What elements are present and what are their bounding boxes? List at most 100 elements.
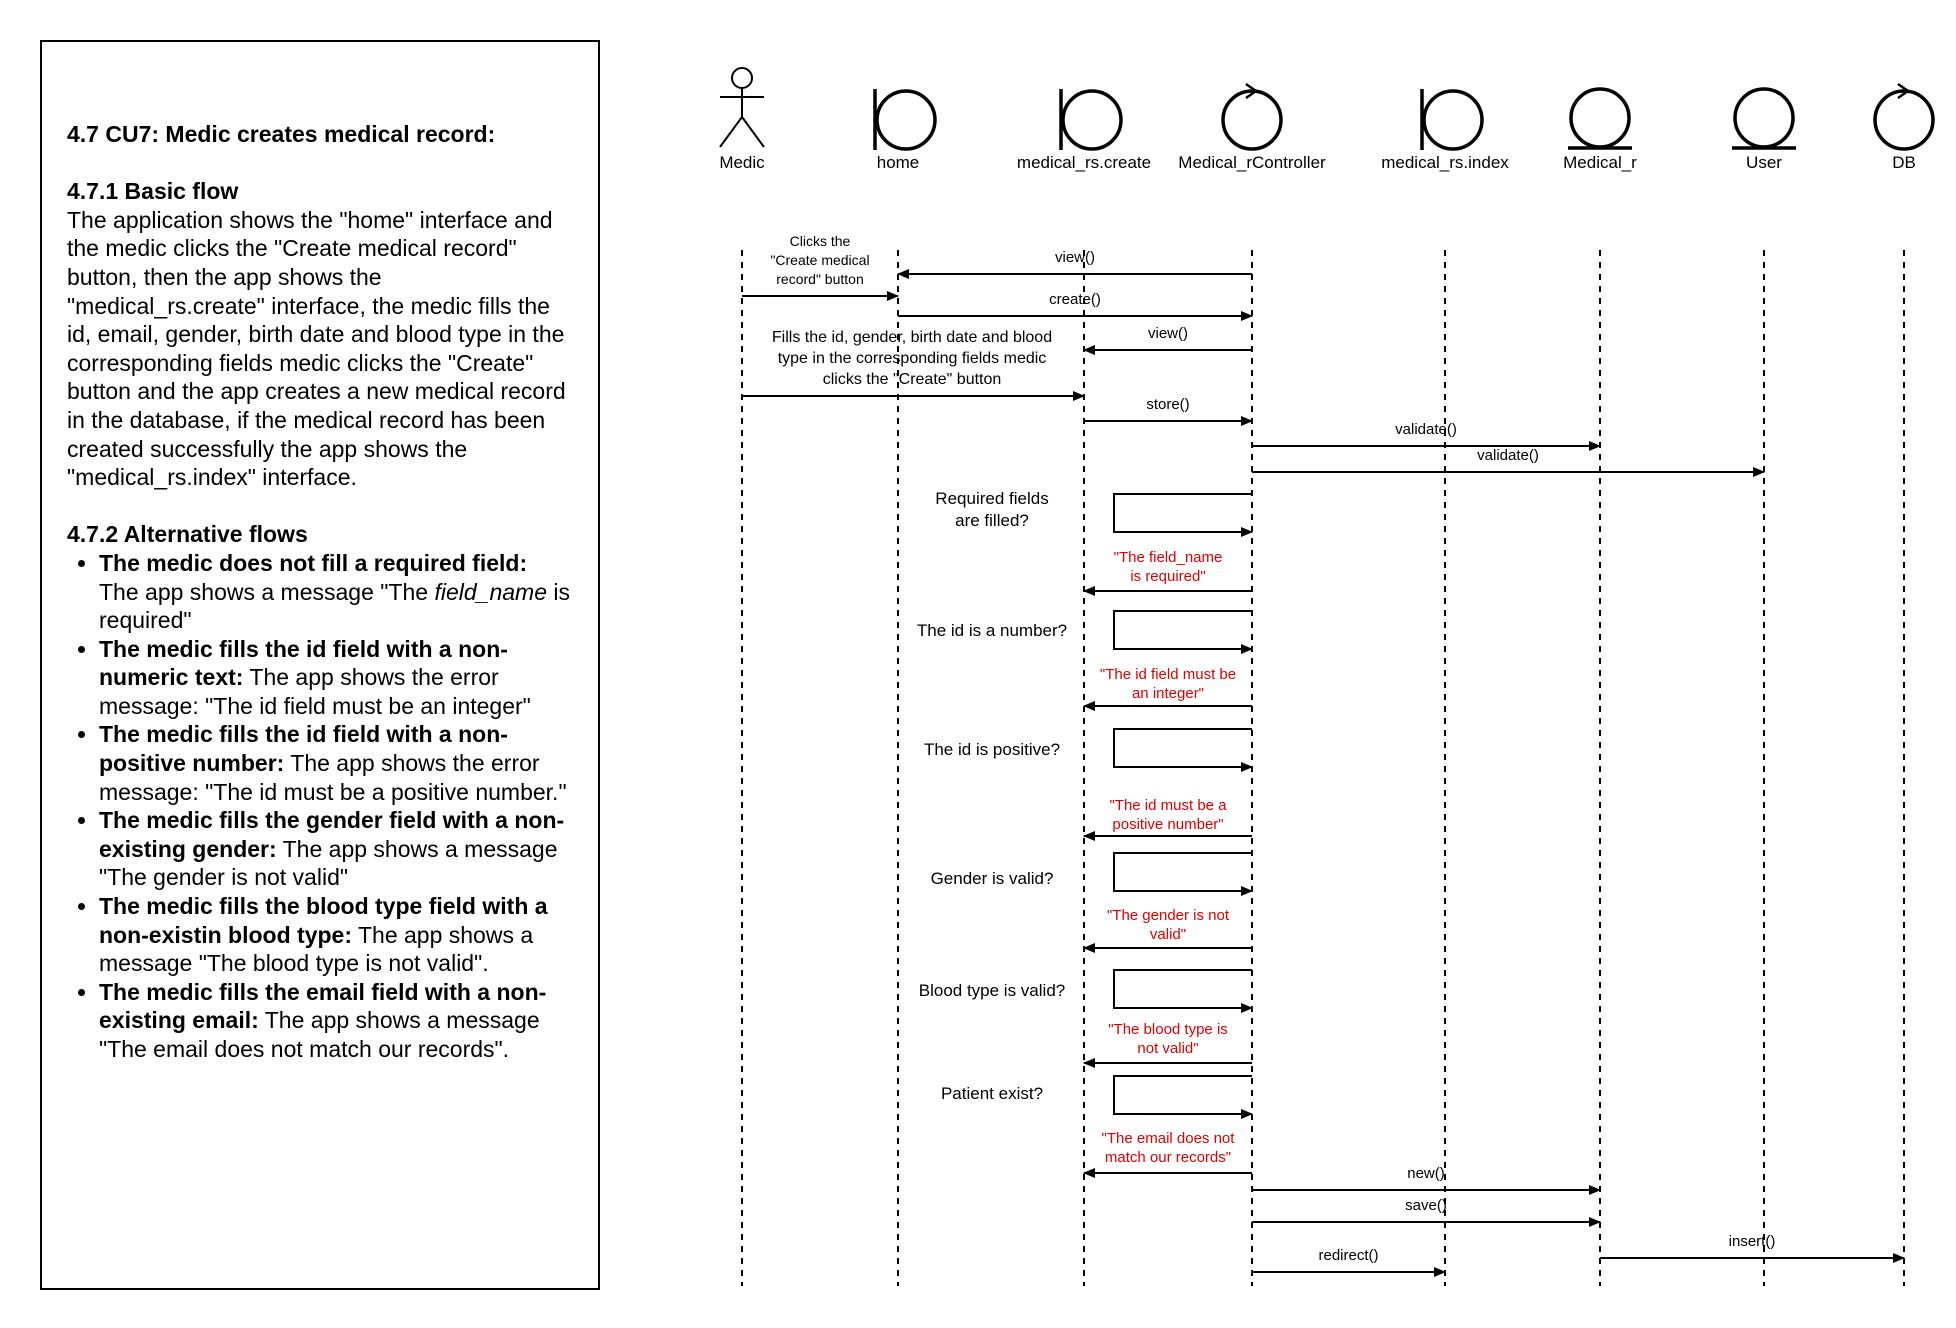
message-note: Fills the id, gender, birth date and blo…	[772, 329, 1052, 346]
validation-step: The id is positive? "The id must be a posi…	[924, 728, 1253, 841]
alternative-flow-condition: The medic fills the gender field with a …	[99, 807, 565, 862]
use-case-description-box: 4.7 CU7: Medic creates medical record: 4…	[40, 40, 600, 1290]
alternative-flow-item: The medic fills the id field with a non-…	[99, 720, 572, 806]
validation-error-message: valid"	[1150, 926, 1186, 943]
validation-step: Blood type is valid? "The blood type is no…	[919, 969, 1253, 1068]
validation-question: Gender is valid?	[931, 869, 1054, 888]
participant-create: medical_rs.create	[1017, 89, 1151, 172]
message-label: save()	[1405, 1197, 1447, 1214]
alternative-flows-list: The medic does not fill a required field…	[67, 549, 572, 1064]
validation-step: Patient exist? "The email does not match o…	[941, 1075, 1253, 1178]
validation-error-message: is required"	[1130, 568, 1205, 585]
message-arrow: store()	[1084, 396, 1253, 426]
alternative-flow-text: The app shows the error message: "The id…	[99, 664, 531, 719]
message-note: type in the corresponding fields medic	[778, 350, 1047, 367]
alternative-flow-text: The app shows a message "The gender is n…	[99, 835, 558, 891]
validation-error-message: an integer"	[1132, 685, 1204, 702]
alternative-flow-item: The medic does not fill a required field…	[99, 549, 572, 635]
participant-label: Medic	[719, 153, 765, 172]
actor-icon	[719, 67, 765, 148]
message-label: validate()	[1395, 421, 1457, 438]
alternative-flow-text: The app shows a message "The	[99, 578, 435, 605]
message-label: insert()	[1729, 1233, 1776, 1250]
alternative-flow-text: The app shows the error message: "The id…	[99, 750, 567, 805]
alternative-flow-item: The medic fills the email field with a n…	[99, 978, 572, 1064]
message-label: store()	[1146, 396, 1189, 413]
participant-home: home	[873, 89, 937, 172]
boundary-icon	[1059, 89, 1123, 151]
message-arrow: view()	[1083, 325, 1252, 355]
validation-question: Required fields	[935, 489, 1048, 508]
message-note: Clicks the	[790, 233, 851, 249]
basic-flow-heading: 4.7.1 Basic flow	[67, 178, 239, 205]
validation-question: Patient exist?	[941, 1084, 1043, 1103]
participant-label: Medical_rController	[1178, 153, 1326, 172]
message-label: validate()	[1477, 447, 1539, 464]
validation-error-message: "The id must be a	[1109, 797, 1227, 814]
message-label: new()	[1407, 1165, 1445, 1182]
message-arrow: create()	[898, 291, 1253, 321]
participant-label: medical_rs.index	[1381, 153, 1509, 172]
message-arrow: view()	[897, 249, 1252, 279]
validation-question: The id is positive?	[924, 740, 1060, 759]
boundary-icon	[873, 89, 937, 151]
alternative-flow-item: The medic fills the blood type field wit…	[99, 892, 572, 978]
alternative-flow-item: The medic fills the id field with a non-…	[99, 635, 572, 721]
participant-medic: Medic	[719, 67, 765, 172]
validation-error-message: not valid"	[1137, 1040, 1198, 1057]
control-icon	[1873, 82, 1935, 151]
alternative-flow-condition: The medic fills the blood type field wit…	[99, 893, 548, 948]
participant-label: Medical_r	[1563, 153, 1637, 172]
message-arrow: insert()	[1600, 1233, 1905, 1263]
alternative-flow-text: The app shows a message "The blood type …	[99, 921, 534, 977]
alternative-flow-condition: The medic fills the email field with a n…	[99, 978, 547, 1034]
message-arrow: new()	[1252, 1165, 1601, 1195]
participant-label: DB	[1892, 153, 1916, 172]
participant-medical_r: Medical_r	[1563, 87, 1637, 172]
participant-label: User	[1746, 153, 1782, 172]
participant-user: User	[1732, 87, 1796, 172]
participant-label: medical_rs.create	[1017, 153, 1151, 172]
alternative-flow-condition: The medic fills the id field with a non-…	[99, 721, 508, 777]
validation-error-message: "The email does not	[1102, 1130, 1236, 1147]
validation-question: are filled?	[955, 511, 1029, 530]
self-call-arrow	[1113, 1075, 1253, 1119]
alternative-flow-condition: The medic fills the id field with a non-…	[99, 635, 508, 691]
validation-question: The id is a number?	[917, 621, 1067, 640]
message-note: clicks the "Create" button	[823, 371, 1002, 388]
self-call-arrow	[1113, 852, 1253, 896]
basic-flow-text: The application shows the "home" interfa…	[67, 206, 566, 491]
boundary-icon	[1420, 89, 1484, 151]
message-label: redirect()	[1318, 1247, 1378, 1264]
participant-db: DB	[1873, 82, 1935, 172]
alternative-flow-placeholder: field_name	[434, 578, 547, 605]
validation-error-message: match our records"	[1105, 1149, 1231, 1166]
alternative-flows-heading: 4.7.2 Alternative flows	[67, 521, 308, 548]
validation-error-message: "The blood type is	[1108, 1021, 1228, 1038]
validation-error-message: positive number"	[1112, 816, 1223, 833]
message-arrow: validate()	[1252, 421, 1601, 451]
message-label: view()	[1055, 249, 1095, 266]
message-label: view()	[1148, 325, 1188, 342]
message-arrow: validate()	[1252, 447, 1765, 477]
alternative-flow-item: The medic fills the gender field with a …	[99, 806, 572, 892]
self-call-arrow	[1113, 969, 1253, 1013]
message-arrow: redirect()	[1252, 1247, 1446, 1277]
message-label: create()	[1049, 291, 1101, 308]
validation-question: Blood type is valid?	[919, 981, 1065, 1000]
validation-error-message: "The field_name	[1114, 549, 1223, 566]
self-call-arrow	[1113, 493, 1253, 537]
self-call-arrow	[1113, 610, 1253, 654]
validation-error-message: "The id field must be	[1100, 666, 1236, 683]
participant-controller: Medical_rController	[1178, 82, 1326, 172]
alternative-flow-condition: The medic does not fill a required field…	[99, 549, 528, 576]
use-case-description: 4.7 CU7: Medic creates medical record: 4…	[67, 120, 572, 1064]
entity-icon	[1568, 87, 1632, 150]
entity-icon	[1732, 87, 1796, 150]
control-icon	[1221, 82, 1283, 151]
participant-label: home	[877, 153, 920, 172]
self-call-arrow	[1113, 728, 1253, 772]
